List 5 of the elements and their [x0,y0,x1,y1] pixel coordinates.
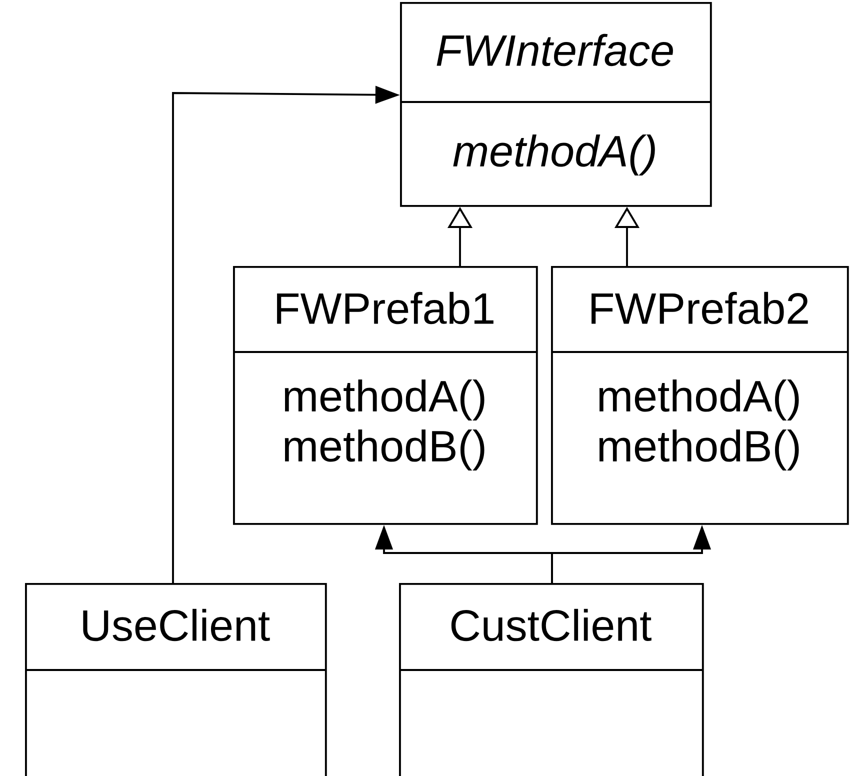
class-box: FWInterface methodA() [400,2,712,207]
class-box: CustClient [399,583,704,776]
class-box: UseClient [25,583,327,776]
class-box: FWPrefab1 methodA() methodB() [233,266,538,525]
class-box: FWPrefab2 methodA() methodB() [551,266,849,525]
